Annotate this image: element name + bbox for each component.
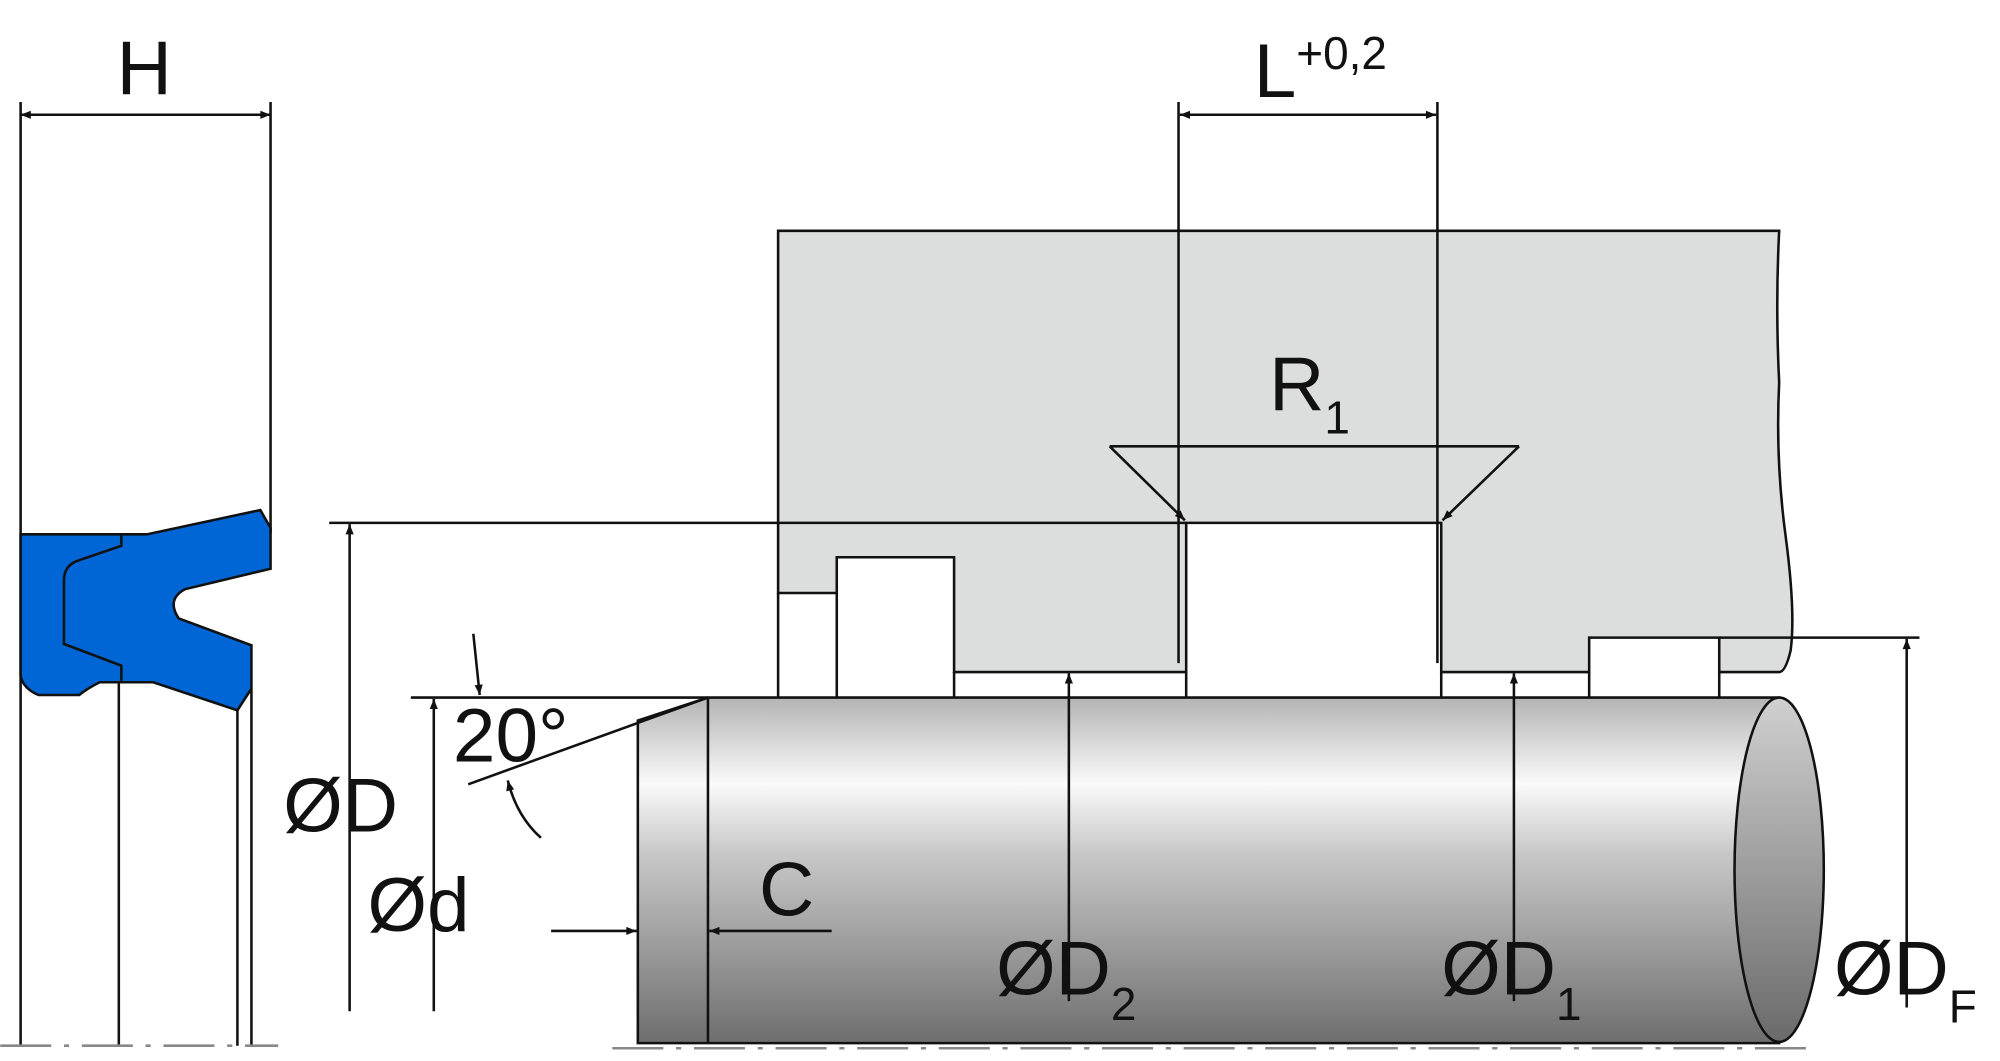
- d1-label: ØD1: [1441, 927, 1581, 1031]
- seal-profile: [19, 508, 272, 712]
- c-label: C: [759, 848, 814, 933]
- l-label: L+0,2: [1254, 27, 1387, 114]
- d2-label: ØD2: [996, 927, 1136, 1031]
- df-label: ØDF: [1834, 927, 1977, 1033]
- h-label: H: [117, 26, 172, 111]
- d-outer-label: ØD: [283, 763, 398, 848]
- housing: [776, 229, 1794, 698]
- seal-section: H: [0, 26, 279, 1047]
- d-inner-label: Ød: [367, 863, 469, 948]
- rod: [612, 696, 1826, 1050]
- r1-label: R1: [1269, 343, 1350, 444]
- angle-label: 20°: [453, 693, 569, 778]
